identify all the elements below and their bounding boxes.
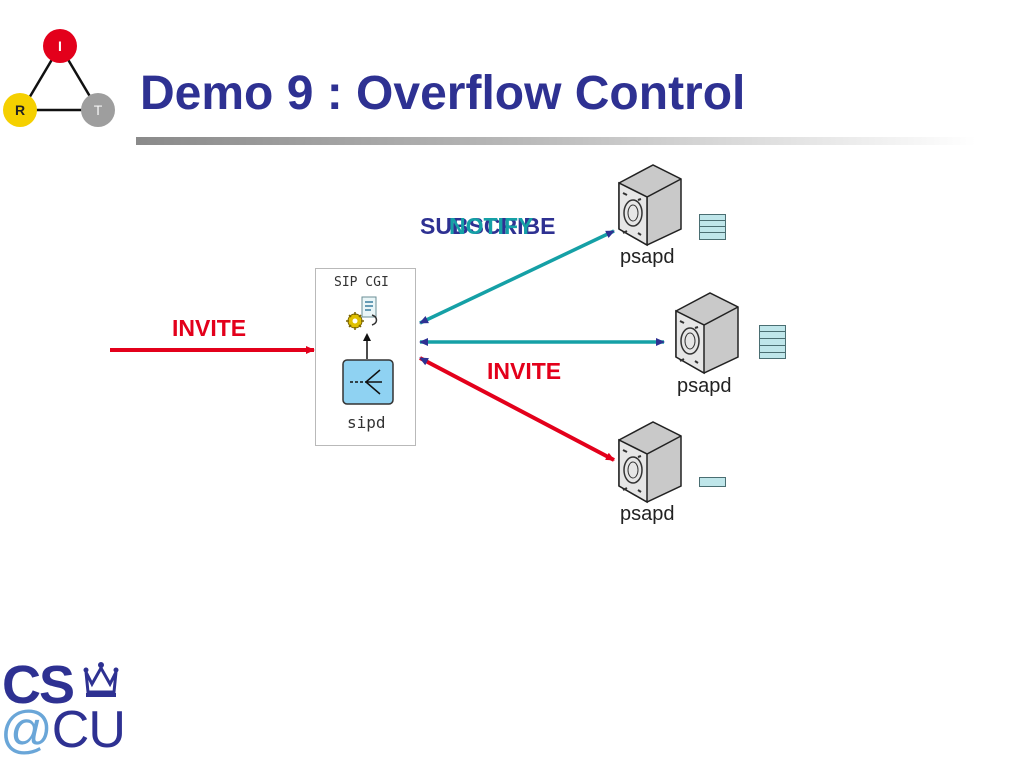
title-underline [136,137,976,145]
invite-out-arrow [419,356,615,462]
subscribe-notify-arrow-top [419,229,615,325]
svg-text:R: R [15,102,25,118]
crown-icon [83,662,119,697]
cs-text: CS [2,655,75,715]
psapd-server-2 [672,291,742,375]
invite-out-label: INVITE [487,358,562,384]
subscribe-label: SUBSCRIBE [420,213,556,239]
router-icon [342,359,394,405]
logo-node-i: I [43,29,77,63]
psapd-label-1: psapd [620,246,675,268]
queue-1 [699,214,726,240]
server-icon [675,292,739,375]
logo-node-r: R [3,93,37,127]
at-sign: @ [0,701,53,759]
cs-logo-text: CS [2,654,75,716]
server-icon [618,421,682,504]
sip-cgi-label: SIP CGI [334,275,389,290]
psapd-server-1 [615,163,685,247]
arrow-up-icon [363,333,371,359]
sipd-label: sipd [347,413,386,432]
at-cu-logo-text: @CU [0,700,126,760]
psapd-server-3 [615,420,685,504]
slide-title: Demo 9 : Overflow Control [140,67,746,120]
sip-server-box: SIP CGI sipd [315,268,416,446]
cgi-gear-icon [346,296,378,330]
queue-2 [759,325,786,359]
queue-3 [699,477,726,487]
server-icon [618,164,682,247]
notify-label: NOTIFY [449,213,534,239]
psapd-label-3: psapd [620,503,675,525]
cu-text: CU [51,701,126,759]
irt-logo: I R T [3,29,115,127]
invite-in-label: INVITE [172,315,247,341]
psapd-label-2: psapd [677,375,732,397]
svg-text:I: I [58,38,62,54]
svg-text:T: T [94,102,103,118]
logo-node-t: T [81,93,115,127]
